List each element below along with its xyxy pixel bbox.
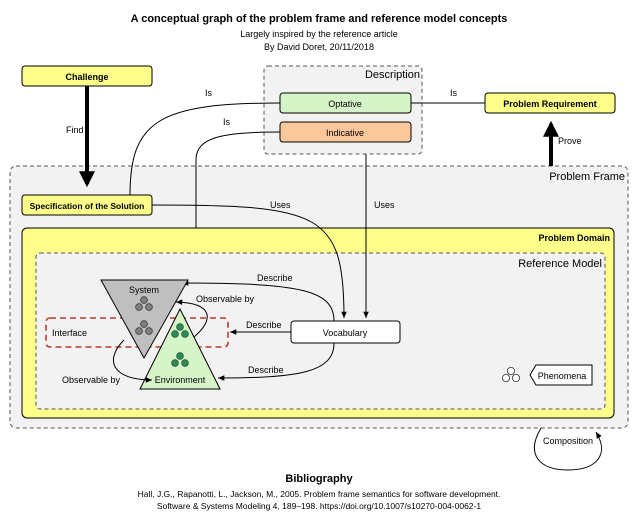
optative-label: Optative bbox=[328, 99, 362, 109]
phenomena-node[interactable] bbox=[529, 364, 593, 386]
challenge-label: Challenge bbox=[65, 72, 108, 82]
diagram-title: A conceptual graph of the problem frame … bbox=[131, 13, 508, 25]
environment-phenomena-icon-top bbox=[171, 323, 189, 338]
is-requirement-label: Is bbox=[450, 88, 458, 98]
specification-label: Specification of the Solution bbox=[30, 201, 145, 211]
problem-domain-label: Problem Domain bbox=[538, 233, 610, 243]
uses-spec-edge bbox=[151, 204, 347, 319]
describe-system-label: Describe bbox=[257, 273, 293, 283]
diagram-subtitle: Largely inspired by the reference articl… bbox=[240, 29, 398, 39]
is-optative-edge bbox=[129, 102, 281, 196]
composition-edge bbox=[534, 427, 602, 471]
system-label: System bbox=[129, 285, 159, 295]
describe-environment-label: Describe bbox=[248, 365, 284, 375]
phenomena-legend-icon bbox=[501, 366, 521, 382]
is-optative-label: Is bbox=[205, 88, 213, 98]
find-edge-label: Find bbox=[66, 125, 84, 135]
prove-edge-label: Prove bbox=[558, 136, 582, 146]
uses-desc-label: Uses bbox=[374, 200, 395, 210]
interface-label: Interface bbox=[52, 328, 87, 338]
describe-environment-edge bbox=[217, 342, 335, 381]
phenomena-label: Phenomena bbox=[538, 371, 587, 381]
composition-label: Composition bbox=[543, 436, 593, 446]
environment-node[interactable] bbox=[139, 307, 221, 390]
problem-frame-label: Problem Frame bbox=[549, 171, 625, 183]
observable-by-env-label: Observable by bbox=[62, 375, 121, 385]
bibliography-line-1: Hall, J.G., Rapanotti, L., Jackson, M., … bbox=[138, 489, 501, 499]
environment-label: Environment bbox=[155, 375, 206, 385]
composition-label-bg bbox=[540, 433, 596, 447]
reference-model-label: Reference Model bbox=[518, 258, 602, 270]
environment-phenomena-icon-bottom bbox=[171, 352, 189, 367]
describe-system-edge bbox=[181, 280, 335, 322]
observable-by-env-edge bbox=[113, 339, 153, 383]
interface-node[interactable] bbox=[45, 317, 229, 348]
is-indicative-label: Is bbox=[223, 117, 231, 127]
system-phenomena-icon-top bbox=[135, 296, 153, 311]
description-label: Description bbox=[365, 69, 420, 81]
system-node[interactable] bbox=[100, 279, 189, 360]
observable-by-sys-label: Observable by bbox=[196, 294, 255, 304]
is-indicative-edge bbox=[195, 131, 281, 228]
bibliography-heading: Bibliography bbox=[285, 473, 353, 485]
uses-spec-label: Uses bbox=[270, 200, 291, 210]
diagram-byline: By David Doret, 20/11/2018 bbox=[264, 42, 374, 52]
describe-interface-label: Describe bbox=[246, 320, 282, 330]
vocabulary-label: Vocabulary bbox=[323, 328, 368, 338]
indicative-label: Indicative bbox=[326, 128, 364, 138]
observable-by-sys-edge bbox=[175, 299, 208, 338]
bibliography-line-2: Software & Systems Modeling 4, 189–198. … bbox=[157, 501, 481, 511]
problem-requirement-label: Problem Requirement bbox=[503, 99, 597, 109]
system-phenomena-icon-bottom bbox=[135, 320, 153, 335]
